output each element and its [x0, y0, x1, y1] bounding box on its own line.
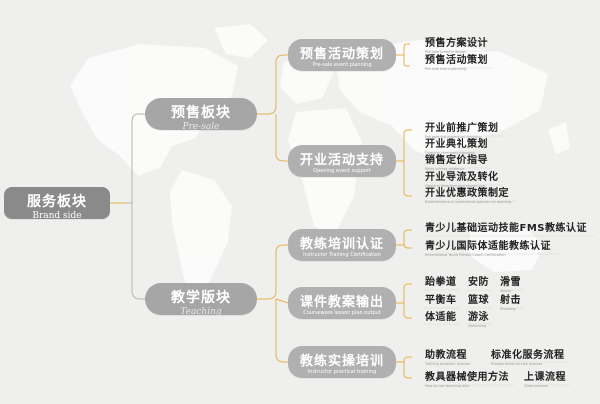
- leaf-text: 教具器械使用方法: [425, 372, 509, 383]
- leaf-item: 安防: [468, 277, 489, 289]
- root-subtitle: Brand side: [32, 211, 82, 221]
- leaf-subtext: Pre-sale scheme design: [425, 50, 467, 54]
- subnode-opening-event-support[interactable]: 开业活动支持 Opening event support: [288, 145, 396, 177]
- leaf-text: 预售方案设计: [425, 38, 488, 49]
- root-title: 服务板块: [27, 194, 87, 210]
- connector: [275, 114, 288, 162]
- connector: [275, 299, 288, 363]
- leaf-item: 上课流程 Class process: [524, 372, 566, 388]
- leaf-text: 游泳: [468, 312, 489, 323]
- leaf-item: 助教流程 Training assistant process: [425, 350, 470, 366]
- leaf-item: 开业导流及转化 Opening diversion and conversion: [425, 172, 499, 188]
- connector: [396, 43, 410, 67]
- leaf-item: 射击 Shooting: [500, 295, 521, 311]
- branch-subtitle: Teaching: [180, 307, 222, 317]
- leaf-text: 预售活动策划: [425, 55, 488, 66]
- leaf-subtext: Class process: [524, 384, 548, 388]
- connector: [257, 54, 288, 115]
- connector: [257, 244, 288, 300]
- root-node-service[interactable]: 服务板块 Brand side: [4, 187, 110, 221]
- connector: [396, 356, 412, 379]
- leaf-item: 预售方案设计 Pre-sale scheme design: [425, 38, 488, 54]
- leaf-text: 青少儿基础运动技能FMS教练认证: [425, 223, 587, 234]
- connector: [131, 113, 145, 300]
- leaf-subtext: How to use teaching aids: [425, 384, 470, 388]
- subnode-subtitle: Instructor Training Certification: [303, 252, 381, 258]
- branch-title: 教学版块: [171, 290, 231, 306]
- subnode-subtitle: Instructor practical training: [307, 369, 377, 375]
- leaf-item: 预售活动策划 Pre-sale event planning: [425, 55, 488, 71]
- leaf-text: 开业典礼策划: [425, 139, 488, 150]
- leaf-text: 标准化服务流程: [491, 350, 565, 361]
- leaf-item: 跆拳道: [425, 277, 457, 289]
- subnode-title: 教练培训认证: [299, 237, 384, 252]
- leaf-subtext: Skiing: [500, 289, 511, 293]
- leaf-text: 滑雪: [500, 277, 521, 288]
- leaf-item: 销售定价指导 Sales pricing guidance: [425, 155, 488, 171]
- leaf-subtext: Swimming: [468, 324, 487, 328]
- leaf-item: 青少儿国际体适能教练认证 International Youth Fitness…: [425, 241, 551, 257]
- leaf-subtext: Opening ceremony planning: [425, 151, 475, 155]
- branch-title: 预售板块: [171, 105, 231, 121]
- subnode-subtitle: Opening event support: [313, 168, 371, 174]
- subnode-subtitle: Pre-sale event planning: [312, 62, 372, 68]
- leaf-item: 开业前推广策划 Pre-opening promotion planning: [425, 123, 499, 139]
- leaf-item: 篮球: [468, 295, 489, 307]
- leaf-subtext: Training assistant process: [425, 362, 471, 366]
- leaf-item: 滑雪 Skiing: [500, 277, 521, 293]
- subnode-practical-training[interactable]: 教练实操培训 Instructor practical training: [288, 346, 396, 378]
- leaf-subtext: Pre-opening promotion planning: [425, 135, 482, 139]
- leaf-text: 开业导流及转化: [425, 172, 499, 183]
- connector: [396, 229, 412, 249]
- leaf-subtext: International Youth Fitness Coach Certif…: [425, 253, 506, 257]
- leaf-text: 销售定价指导: [425, 155, 488, 166]
- leaf-text: 上课流程: [524, 372, 566, 383]
- subnode-title: 开业活动支持: [299, 153, 384, 168]
- leaf-text: 跆拳道: [425, 277, 457, 288]
- leaf-item: 平衡车: [425, 295, 457, 307]
- leaf-item: 开业优惠政策制定 Establishment of preferential p…: [425, 188, 511, 204]
- leaf-text: 篮球: [468, 295, 489, 306]
- connector: [396, 129, 412, 197]
- branch-node-presale[interactable]: 预售板块 Pre-sale: [145, 98, 257, 132]
- leaf-text: 体适能: [425, 312, 457, 323]
- subnode-courseware-output[interactable]: 课件教案输出 Courseware lesson plan output: [288, 287, 396, 319]
- leaf-item: 标准化服务流程 Standardized service process: [491, 350, 565, 366]
- leaf-subtext: Opening diversion and conversion: [425, 184, 485, 188]
- leaf-text: 射击: [500, 295, 521, 306]
- leaf-text: 安防: [468, 277, 489, 288]
- leaf-text: 平衡车: [425, 295, 457, 306]
- subnode-title: 预售活动策划: [299, 47, 384, 62]
- leaf-subtext: Establishment of preferential policies f…: [425, 200, 512, 204]
- leaf-item: 游泳 Swimming: [468, 312, 489, 328]
- leaf-subtext: Sales pricing guidance: [425, 167, 465, 171]
- subnode-title: 教练实操培训: [299, 354, 384, 369]
- subnode-presale-event-planning[interactable]: 预售活动策划 Pre-sale event planning: [288, 39, 396, 71]
- leaf-item: 开业典礼策划 Opening ceremony planning: [425, 139, 488, 155]
- subnode-title: 课件教案输出: [299, 295, 384, 310]
- branch-node-teaching[interactable]: 教学版块 Teaching: [145, 283, 257, 317]
- leaf-subtext: Shooting: [500, 307, 516, 311]
- leaf-item: 体适能: [425, 312, 457, 324]
- leaf-text: 助教流程: [425, 350, 467, 361]
- leaf-item: 青少儿基础运动技能FMS教练认证: [425, 223, 587, 235]
- subnode-instructor-certification[interactable]: 教练培训认证 Instructor Training Certification: [288, 229, 396, 261]
- leaf-text: 开业前推广策划: [425, 123, 499, 134]
- leaf-item: 教具器械使用方法 How to use teaching aids: [425, 372, 509, 388]
- connector: [396, 283, 412, 319]
- connector: [275, 298, 289, 304]
- subnode-subtitle: Courseware lesson plan output: [303, 310, 381, 316]
- leaf-text: 青少儿国际体适能教练认证: [425, 241, 551, 252]
- branch-subtitle: Pre-sale: [182, 122, 220, 132]
- leaf-subtext: Standardized service process: [491, 362, 543, 366]
- leaf-text: 开业优惠政策制定: [425, 188, 509, 199]
- leaf-subtext: Pre-sale event planning: [425, 67, 467, 71]
